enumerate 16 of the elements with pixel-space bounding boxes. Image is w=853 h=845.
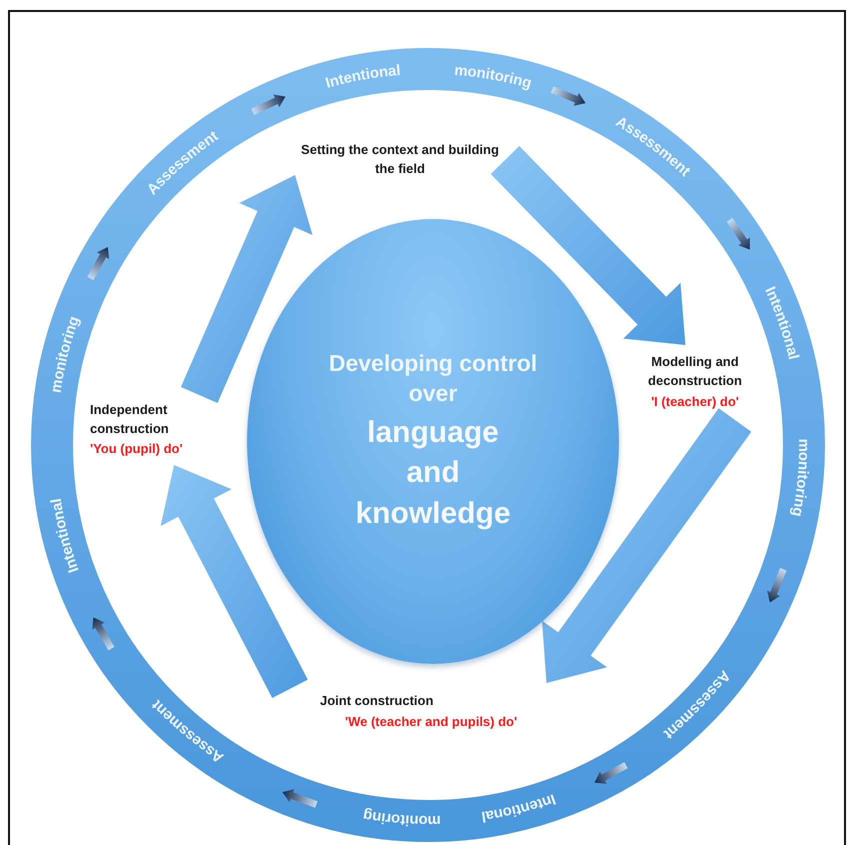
stage-title: Joint construction [320,692,434,710]
stage-title: Setting the context and building the field [300,141,500,178]
stage-quote: 'We (teacher and pupils) do' [344,713,518,731]
block-arrow [542,408,752,683]
stage-quote: 'You (pupil) do' [90,440,183,458]
ring-label: monitoring [362,807,441,830]
center-title: Developing control over [328,348,538,408]
center-title: language and knowledge [355,414,510,532]
ring-label: monitoring [454,61,534,92]
ring-label: Intentional [323,62,402,92]
stage-title: Independent construction [90,400,170,438]
stage-quote: 'I (teacher) do' [651,392,739,411]
block-arrow [490,146,686,345]
block-arrow [160,465,308,698]
stage-title: Modelling and deconstruction [647,353,743,390]
block-arrow [180,175,312,403]
